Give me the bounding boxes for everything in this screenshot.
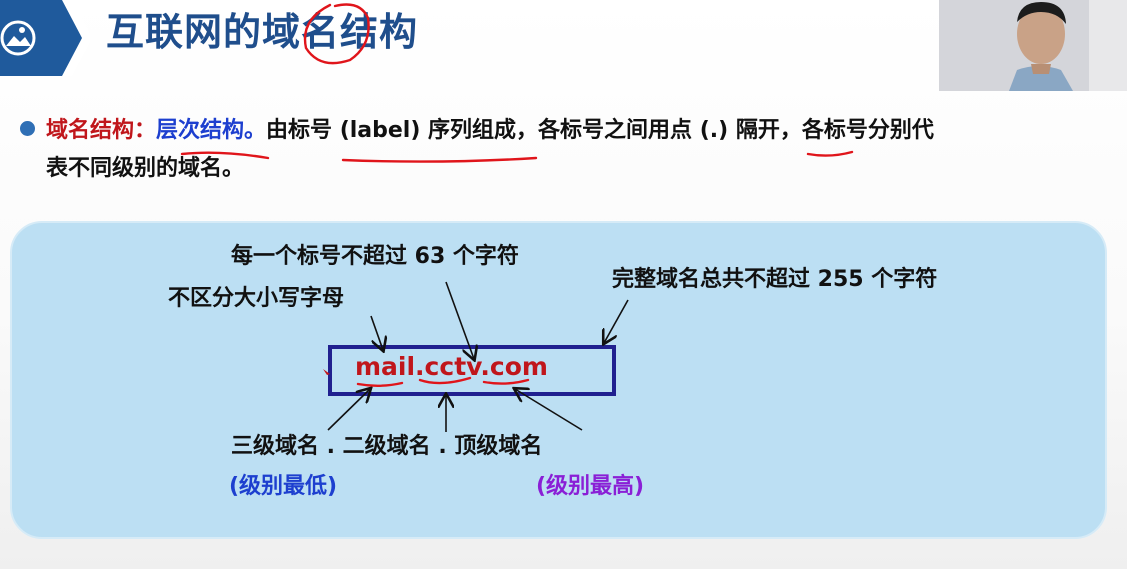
slide-title: 互联网的域名结构: [106, 10, 419, 54]
bullet-lead: 域名结构：: [46, 118, 157, 143]
presenter-figure: [939, 0, 1127, 91]
image-icon: [0, 20, 36, 56]
presenter-webcam: [939, 0, 1127, 91]
bullet-line-1: 域名结构：层次结构。由标号 (label) 序列组成，各标号之间用点 (.) 隔…: [46, 112, 1106, 150]
diagram-panel: [10, 221, 1107, 539]
bullet-body-line1: 由标号 (label) 序列组成，各标号之间用点 (.) 隔开，各标号分别代: [266, 118, 934, 143]
bullet-paragraph: 域名结构：层次结构。由标号 (label) 序列组成，各标号之间用点 (.) 隔…: [46, 112, 1106, 188]
highest-level-note: (级别最高): [536, 474, 645, 499]
lowest-level-note: (级别最低): [229, 474, 338, 499]
bullet-highlight: 层次结构。: [156, 118, 267, 143]
example-domain: mail.cctv.com: [355, 352, 548, 381]
title-badge: [0, 0, 90, 76]
bullet-body-line2: 表不同级别的域名。: [46, 156, 245, 181]
per-label-rule: 每一个标号不超过 63 个字符: [231, 244, 519, 269]
bullet-dot: [20, 121, 35, 136]
case-rule: 不区分大小写字母: [168, 286, 345, 311]
bullet-line-2: 表不同级别的域名。: [46, 150, 1106, 188]
total-length-rule: 完整域名总共不超过 255 个字符: [612, 267, 938, 292]
levels-row: 三级域名 . 二级域名 . 顶级域名: [231, 434, 543, 459]
